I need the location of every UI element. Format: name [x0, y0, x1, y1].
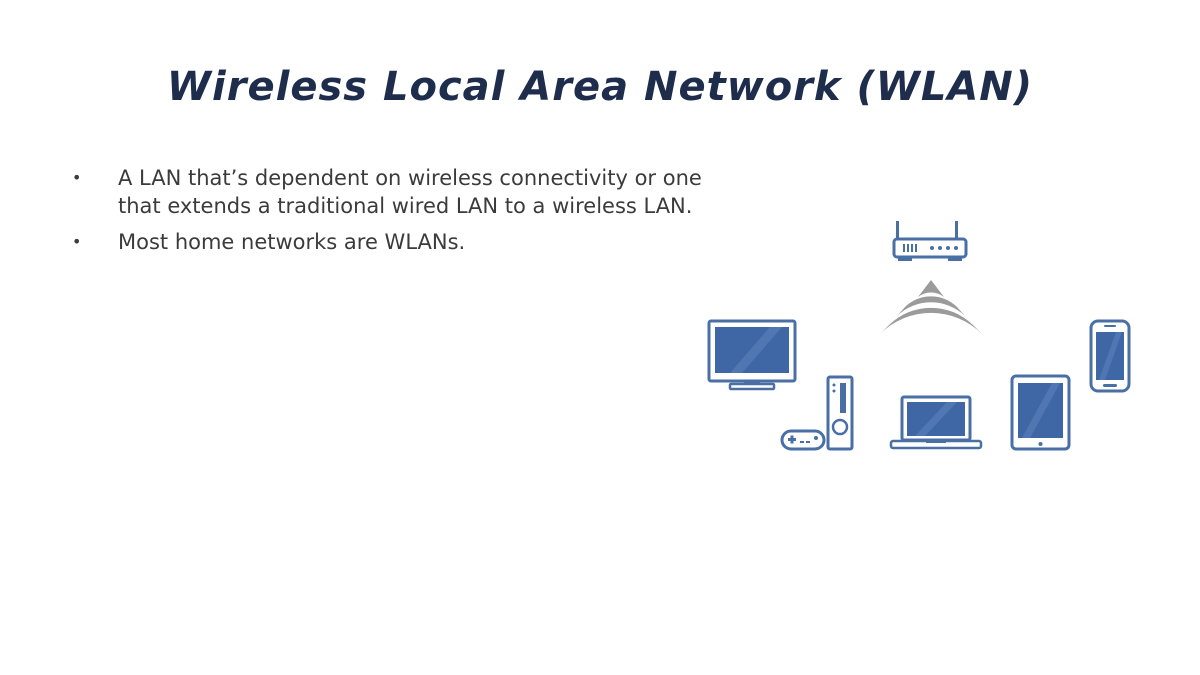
bullet-marker: •: [72, 168, 82, 187]
router-icon: [892, 221, 968, 261]
bullet-text: A LAN that’s dependent on wireless conne…: [118, 166, 702, 218]
bullet-list: • A LAN that’s dependent on wireless con…: [68, 164, 708, 264]
bullet-marker: •: [72, 232, 82, 251]
laptop-icon: [889, 395, 983, 450]
tv-monitor-icon: [707, 319, 797, 391]
gamepad-icon: [780, 429, 826, 451]
slide-title: Wireless Local Area Network (WLAN): [166, 64, 1034, 110]
tablet-icon: [1010, 374, 1071, 451]
bullet-item: • A LAN that’s dependent on wireless con…: [68, 164, 708, 220]
game-console-icon: [826, 375, 854, 451]
bullet-item: • Most home networks are WLANs.: [68, 228, 708, 256]
wlan-illustration: [707, 221, 1131, 451]
wifi-signal-icon: [880, 280, 982, 334]
smartphone-icon: [1089, 319, 1131, 393]
bullet-text: Most home networks are WLANs.: [118, 230, 466, 254]
